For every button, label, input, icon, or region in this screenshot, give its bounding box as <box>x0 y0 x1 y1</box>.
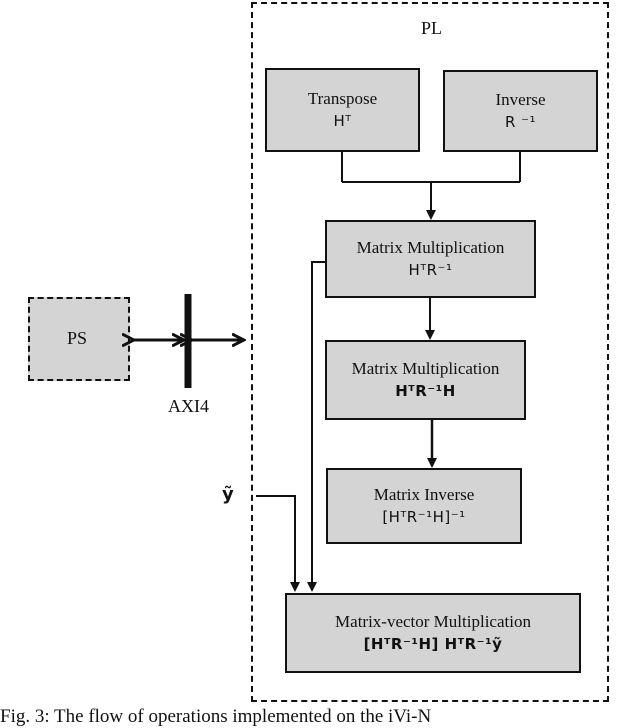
transpose-formula: Hᵀ <box>333 112 352 131</box>
axi4-label: AXI4 <box>168 396 209 416</box>
matmul1-block: Matrix Multiplication HᵀR⁻¹ <box>325 220 536 298</box>
ps-region <box>28 297 130 381</box>
figure-caption: Fig. 3: The flow of operations implement… <box>0 706 432 727</box>
matmul1-title: Matrix Multiplication <box>356 237 505 257</box>
wire-bypass-matmul1 <box>307 261 325 592</box>
matinv-formula: [HᵀR⁻¹H]⁻¹ <box>382 508 466 527</box>
matvec-formula: [HᵀR⁻¹H] HᵀR⁻¹ỹ <box>363 635 503 654</box>
matvec-title: Matrix-vector Multiplication <box>335 611 531 631</box>
ps-label: PS <box>67 328 88 348</box>
matmul2-block: Matrix Multiplication HᵀR⁻¹H <box>325 340 526 420</box>
matinv-title: Matrix Inverse <box>373 484 475 504</box>
matmul1-formula: HᵀR⁻¹ <box>408 261 453 280</box>
matvec-block: Matrix-vector Multiplication [HᵀR⁻¹H] Hᵀ… <box>285 593 581 673</box>
inverse-title: Inverse <box>495 89 546 109</box>
inverse-formula: R ⁻¹ <box>504 113 537 132</box>
matmul2-title: Matrix Multiplication <box>351 358 500 378</box>
inverse-block: Inverse R ⁻¹ <box>443 70 598 152</box>
pl-label: PL <box>421 18 443 38</box>
pl-region <box>251 2 609 702</box>
input-y-label: ỹ <box>222 484 234 505</box>
matinv-block: Matrix Inverse [HᵀR⁻¹H]⁻¹ <box>326 468 522 544</box>
transpose-title: Transpose <box>307 88 378 108</box>
matmul2-formula: HᵀR⁻¹H <box>395 382 456 401</box>
transpose-block: Transpose Hᵀ <box>265 68 420 152</box>
wire-input-y <box>256 495 300 592</box>
